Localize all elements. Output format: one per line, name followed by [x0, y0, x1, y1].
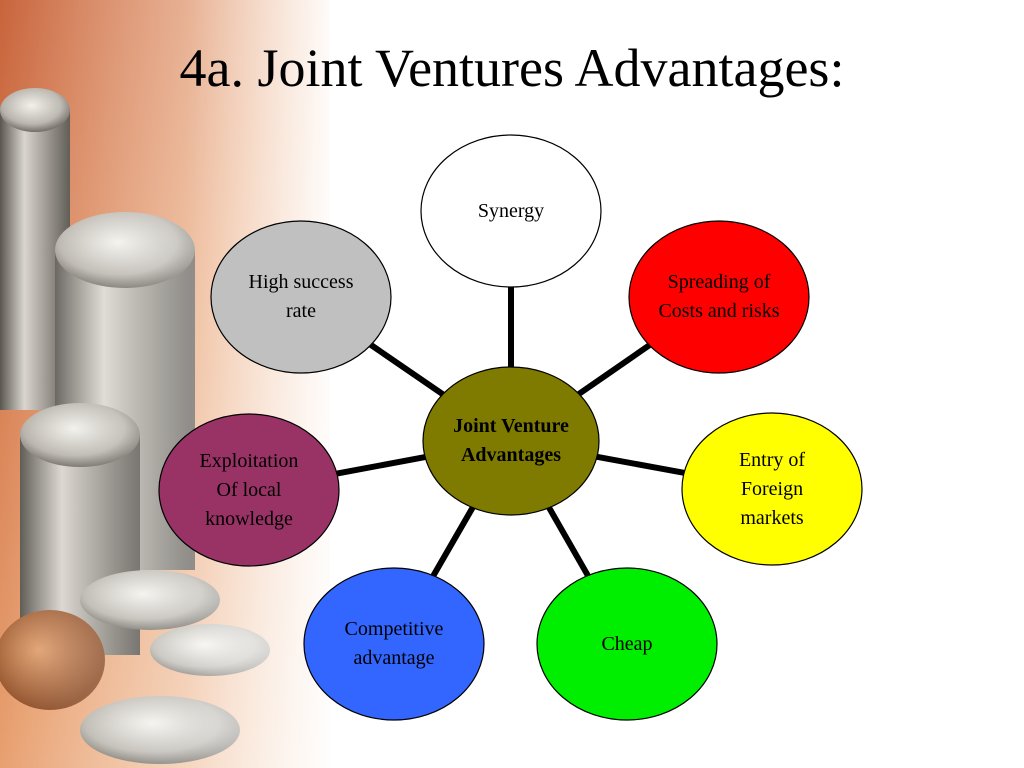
node-competitive: [303, 567, 485, 721]
node-label-center: Joint Venture Advantages: [453, 415, 569, 466]
node-label-exploitation: Exploitation Of local knowledge: [199, 449, 299, 530]
slide-title: 4a. Joint Ventures Advantages:: [179, 38, 845, 98]
node-high-success: [210, 220, 392, 374]
connector-competitive: [430, 506, 476, 578]
node-label-spreading: Spreading of Costs and risks: [658, 271, 780, 322]
node-label-cheap: Cheap: [601, 632, 653, 655]
connector-exploitation: [336, 454, 426, 477]
connector-high-success: [369, 342, 445, 397]
node-center: [422, 366, 600, 516]
node-label-entry: Entry of Foreign markets: [738, 448, 806, 529]
connector-cheap: [546, 506, 591, 578]
node-spreading: [628, 220, 810, 374]
node-cheap: [536, 567, 718, 721]
connectors: [336, 287, 685, 578]
node-entry: [681, 412, 863, 566]
connector-entry: [596, 453, 685, 476]
node-exploitation: [158, 413, 340, 567]
node-synergy: [420, 134, 602, 288]
node-label-high-success: High success rate: [248, 271, 354, 322]
connector-spreading: [577, 342, 652, 397]
nodes: [158, 134, 863, 721]
node-label-synergy: Synergy: [477, 199, 545, 222]
node-label-competitive: Competitive advantage: [344, 618, 444, 669]
